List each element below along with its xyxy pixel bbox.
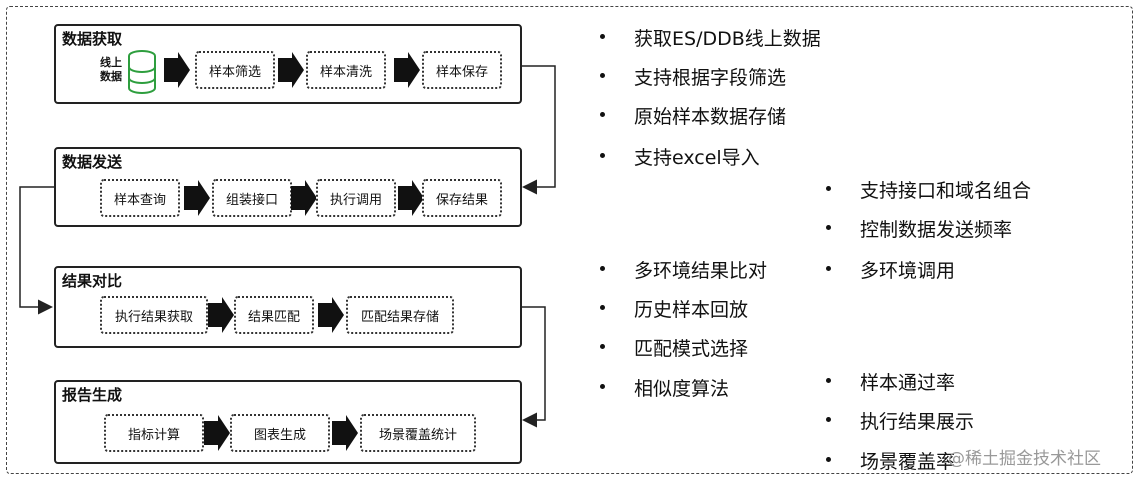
step-scenario-coverage: 场景覆盖统计 xyxy=(360,414,476,452)
right-arrow-icon xyxy=(208,297,234,333)
step-execute-call: 执行调用 xyxy=(316,179,396,217)
step-sample-filter: 样本筛选 xyxy=(195,51,275,89)
stage-title: 数据发送 xyxy=(62,153,123,171)
connector-acquire-to-send xyxy=(522,65,556,195)
step-sample-query: 样本查询 xyxy=(100,179,180,217)
source-label-text: 线上 数据 xyxy=(100,56,122,83)
source-label: 线上 数据 xyxy=(96,56,126,84)
connector-compare-to-report xyxy=(522,306,546,428)
connector-send-to-compare xyxy=(19,186,54,315)
step-store-match-result: 匹配结果存储 xyxy=(346,296,454,334)
stage-data-acquisition: 数据获取 线上 数据 样本筛选 样本清洗 样本保存 xyxy=(54,24,522,104)
watermark: @稀土掘金技术社区 xyxy=(948,449,1101,469)
feature-item: 样本通过率 xyxy=(826,368,955,395)
stage-report-generation: 报告生成 指标计算 图表生成 场景覆盖统计 xyxy=(54,380,522,464)
right-arrow-icon xyxy=(184,180,210,216)
right-arrow-icon xyxy=(204,415,230,451)
right-arrow-icon xyxy=(278,52,304,88)
feature-item: 相似度算法 xyxy=(600,374,729,401)
feature-item: 控制数据发送频率 xyxy=(826,215,1012,242)
feature-item: 原始样本数据存储 xyxy=(600,102,786,129)
database-icon xyxy=(128,50,156,94)
feature-item: 获取ES/DDB线上数据 xyxy=(600,24,821,51)
feature-item: 支持excel导入 xyxy=(600,143,760,170)
step-sample-save: 样本保存 xyxy=(422,51,502,89)
feature-item: 历史样本回放 xyxy=(600,295,748,322)
stage-title: 结果对比 xyxy=(62,272,123,290)
step-sample-clean: 样本清洗 xyxy=(306,51,386,89)
right-arrow-icon xyxy=(398,180,424,216)
step-save-result: 保存结果 xyxy=(422,179,502,217)
feature-item: 支持接口和域名组合 xyxy=(826,176,1031,203)
feature-item: 多环境调用 xyxy=(826,256,955,283)
right-arrow-icon xyxy=(318,297,344,333)
stage-data-sending: 数据发送 样本查询 组装接口 执行调用 保存结果 xyxy=(54,147,522,227)
step-get-execution-result: 执行结果获取 xyxy=(100,296,208,334)
feature-item: 多环境结果比对 xyxy=(600,256,767,283)
stage-title: 报告生成 xyxy=(62,386,123,404)
feature-item: 场景覆盖率 xyxy=(826,447,955,474)
right-arrow-icon xyxy=(164,52,190,88)
step-metric-calculation: 指标计算 xyxy=(104,414,204,452)
right-arrow-icon xyxy=(332,415,358,451)
stage-result-comparison: 结果对比 执行结果获取 结果匹配 匹配结果存储 xyxy=(54,266,522,348)
step-chart-generation: 图表生成 xyxy=(230,414,330,452)
feature-item: 执行结果展示 xyxy=(826,407,974,434)
stage-title: 数据获取 xyxy=(62,30,123,48)
step-assemble-api: 组装接口 xyxy=(212,179,292,217)
feature-item: 匹配模式选择 xyxy=(600,334,748,361)
diagram-frame xyxy=(6,6,1133,474)
step-result-match: 结果匹配 xyxy=(234,296,314,334)
right-arrow-icon xyxy=(291,180,317,216)
feature-item: 支持根据字段筛选 xyxy=(600,63,786,90)
right-arrow-icon xyxy=(394,52,420,88)
